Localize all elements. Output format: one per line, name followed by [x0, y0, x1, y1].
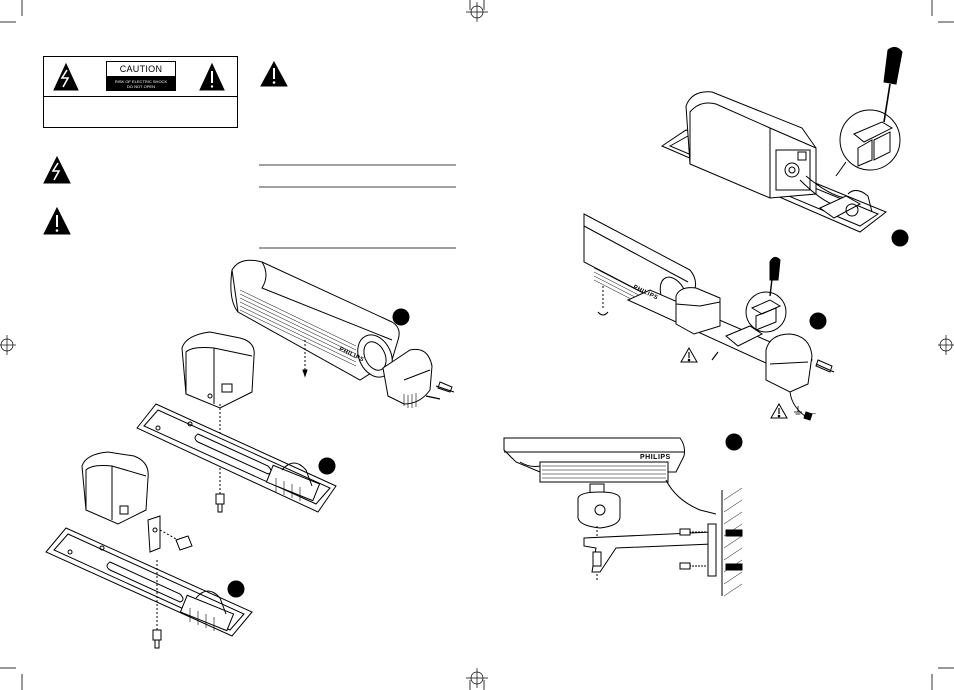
power-connection-view [583, 213, 835, 421]
terminal-magnifier-detail [745, 256, 787, 333]
camera-module-lower [81, 451, 193, 553]
step-8-badge [725, 433, 743, 451]
power-symbol-label: ~ [812, 411, 817, 418]
exclamation-header-icon [260, 60, 288, 87]
wall-mount-view [503, 437, 743, 597]
warning-triangle-icon-lower [770, 402, 788, 419]
lightning-warning-icon [53, 62, 79, 91]
warning-triangle-icon-upper [680, 346, 698, 363]
step-6-badge [891, 229, 909, 247]
registration-target-left [0, 335, 16, 355]
camera-wiring-view [660, 91, 887, 233]
step-7-badge [809, 312, 827, 330]
step-4-badge [318, 457, 336, 475]
housing-exploded-view [230, 259, 455, 408]
exclamation-symbol-icon [43, 206, 71, 235]
magnifier-detail [835, 109, 901, 177]
step-3-badge [392, 308, 410, 326]
brand-label-wall-mount: PHILIPS [640, 454, 671, 461]
registration-target-top [466, 2, 488, 22]
registration-target-bottom [466, 668, 488, 688]
caution-line-2: DO NOT OPEN [127, 84, 155, 89]
registration-target-right [938, 335, 954, 355]
base-plate-lower [45, 527, 253, 649]
caution-title: CAUTION [106, 61, 176, 77]
base-plate-upper [136, 403, 337, 513]
step-5-badge [227, 580, 245, 598]
caution-subtitle: RISK OF ELECTRIC SHOCK DO NOT OPEN [106, 77, 176, 91]
text-column-rules [259, 164, 456, 249]
caution-label: CAUTION RISK OF ELECTRIC SHOCK DO NOT OP… [43, 56, 238, 128]
exclamation-warning-icon [199, 62, 225, 91]
caution-divider [44, 96, 237, 97]
camera-module-upper [181, 331, 255, 494]
lightning-symbol-icon [43, 155, 71, 184]
caution-line-1: RISK OF ELECTRIC SHOCK [114, 79, 168, 84]
ground-symbol-icon [794, 406, 802, 415]
screwdriver-icon [883, 46, 903, 123]
